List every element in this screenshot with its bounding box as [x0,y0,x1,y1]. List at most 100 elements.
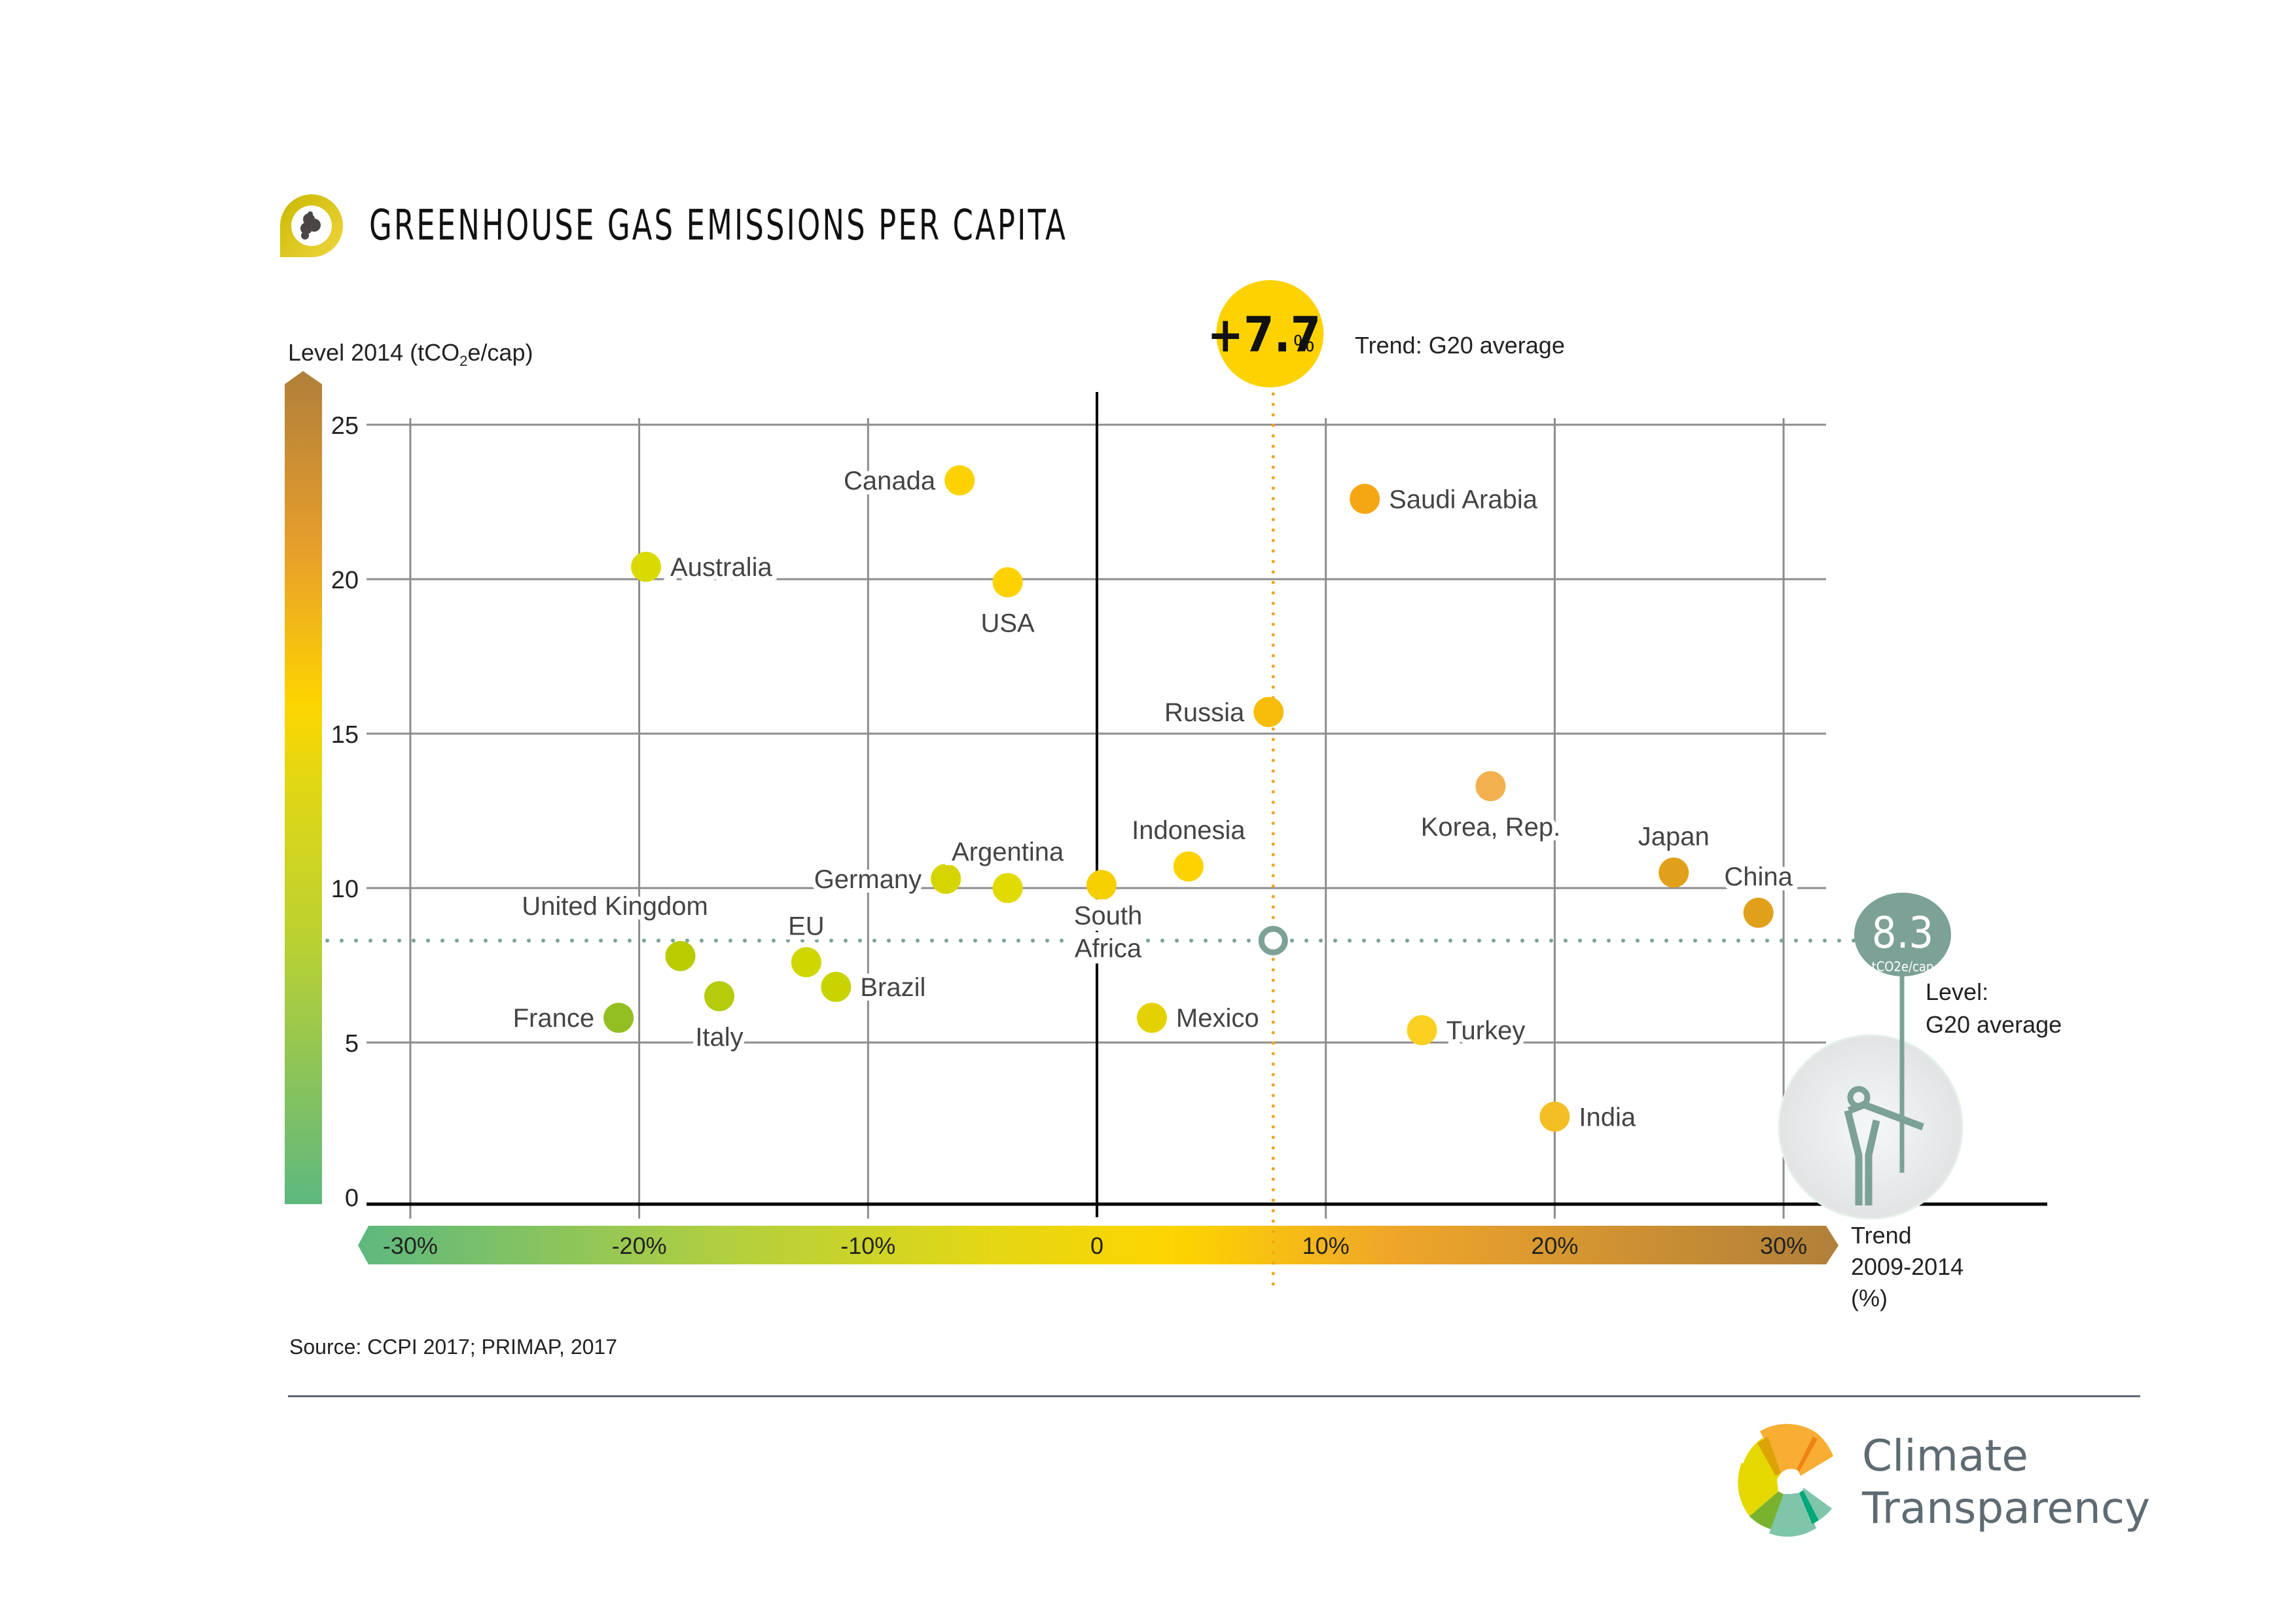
g20-trend-value: +7.7 [1207,307,1321,363]
data-point [1136,1003,1167,1033]
x-tick-label: 10% [1302,1232,1350,1259]
figure-left-leg [1844,1109,1863,1205]
g20-level-caption-line: Level: [1926,978,1988,1005]
y-axis-gradient-arrow [285,371,322,1204]
chart-title: GREENHOUSE GAS EMISSIONS PER CAPITA [369,202,1067,250]
data-point-group: Italy [691,981,748,1056]
data-point [944,465,975,495]
data-point [665,940,696,971]
climate-transparency-logo [1728,1417,2147,1561]
data-point [992,567,1023,597]
data-point-group: Turkey [1407,1012,1530,1050]
g20-level-value: 8.3 [1872,908,1933,958]
data-label-bg [1071,899,1144,931]
y-tick-label: 5 [345,1030,359,1058]
data-point [603,1003,634,1033]
x-tick-label: 0 [1090,1232,1103,1259]
data-point [931,863,961,894]
data-point-group: United Kingdom [517,887,713,971]
y-tick-label: 25 [331,412,359,440]
data-label: Australia [670,553,772,582]
data-label: Korea, Rep. [1421,813,1560,842]
data-label: Canada [844,467,936,495]
y-tick-label: 15 [331,721,359,749]
data-label: Argentina [952,838,1064,866]
data-label: Germany [814,865,922,894]
chart-header: GREENHOUSE GAS EMISSIONS PER CAPITA [280,190,1265,262]
data-point [992,873,1023,903]
data-label: Saudi Arabia [1389,485,1538,514]
g20-level-unit: tCO2e/cap [1872,959,1934,974]
data-point-group: Korea, Rep. [1416,771,1565,846]
data-point [1539,1101,1570,1132]
x-axis-gradient-arrow [358,1226,1839,1264]
data-label: Mexico [1176,1004,1259,1033]
data-point [1086,870,1117,901]
data-point-group: India [1539,1098,1641,1136]
axes [367,392,2047,1217]
data-point [821,972,852,1003]
data-point [1659,857,1689,888]
emissions-cloud-icon [280,194,343,257]
logo-line-1: Climate [1862,1431,2028,1481]
data-point [1475,771,1506,802]
x-tick-label: -10% [840,1232,895,1259]
source-note: Source: CCPI 2017; PRIMAP, 2017 [289,1335,618,1359]
g20-trend-caption: Trend: G20 average [1355,332,1565,359]
footer-divider [288,1395,2140,1397]
x-tick-label: -20% [612,1232,667,1259]
data-point-group: Argentina [947,833,1069,903]
data-point-group: France [509,999,634,1037]
figure-right-leg [1865,1119,1880,1205]
x-tick-label: -30% [383,1232,438,1259]
climate-transparency-logo-icon [1738,1423,1833,1537]
y-tick-label: 20 [331,567,359,594]
y-axis-label: Level 2014 (tCO2e/cap) [288,339,533,370]
g20-average-markers: +7.7% Trend: G20 average 8.3tCO2e/capLevel… [325,280,2062,1288]
data-point-group: Indonesia [1127,812,1250,882]
data-point-group: Mexico [1136,999,1264,1037]
g20-average-marker [1258,925,1288,955]
data-point [1743,897,1774,928]
data-label: South [1074,901,1143,930]
data-point-group: Japan [1634,817,1714,888]
data-point [1407,1015,1437,1046]
x-axis-label-line: 2009-2014 [1851,1253,1964,1280]
x-axis-label-line: (%) [1851,1285,1888,1311]
data-label: Africa [1075,934,1142,963]
data-label: Italy [695,1023,743,1052]
data-point-group: Australia [631,548,777,586]
g20-level-caption-line: G20 average [1926,1011,2062,1038]
data-label: India [1579,1103,1636,1132]
y-axis-label-text: Level 2014 (tCO [288,339,460,366]
data-point-group: Brazil [821,969,930,1007]
data-point-group: EU [783,907,829,978]
data-label: Russia [1164,698,1245,727]
x-axis-label-line: Trend [1851,1222,1912,1249]
x-tick-label: 20% [1531,1232,1578,1259]
data-label-bg [1071,932,1144,964]
y-tick-label: 0 [345,1185,359,1212]
y-axis-label-subscript: 2 [459,353,468,370]
data-label: Turkey [1446,1016,1526,1045]
y-axis-label-unit: e/cap) [467,339,533,366]
data-point [1350,484,1380,514]
logo-wordmark: Climate Transparency [1862,1430,2150,1535]
data-point [704,981,734,1012]
data-point-group: Saudi Arabia [1350,480,1543,518]
x-tick-label: 30% [1760,1232,1807,1259]
g20-trend-unit: % [1293,330,1314,357]
data-label: France [513,1004,595,1033]
data-label: China [1724,863,1793,891]
data-point [1173,851,1204,882]
figure-head [1847,1086,1871,1109]
data-point-group: USA [976,567,1039,643]
data-label: EU [788,912,825,940]
data-point [631,552,662,582]
data-point [791,947,821,978]
logo-line-2: Transparency [1862,1483,2151,1533]
